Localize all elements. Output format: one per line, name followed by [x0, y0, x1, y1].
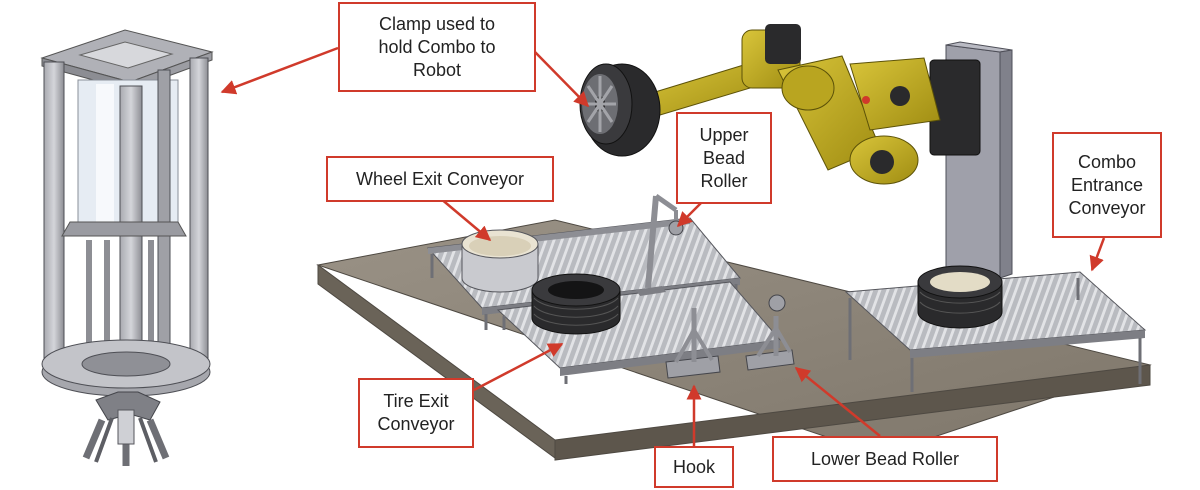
arrow-lower-bead [794, 367, 881, 437]
callout-arrows [220, 46, 1106, 448]
wheel-rim [461, 229, 539, 293]
callout-tire-exit-line-2: Conveyor [377, 414, 455, 434]
arrow-wheel-exit [439, 197, 492, 241]
robot-pillar [929, 41, 1013, 279]
callout-clamp-line-3: Robot [412, 59, 462, 80]
clamp-assembly [40, 29, 214, 466]
exit-tire [531, 273, 621, 335]
callout-combo-entrance-line-3: Conveyor [1068, 197, 1146, 218]
upper-bead-roller-stand [636, 193, 684, 296]
lower-bead-roller-stand [745, 294, 795, 371]
callout-lower-bead-line-1: Lower Bead Roller [810, 448, 960, 469]
callout-wheel-exit: Wheel Exit Conveyor [326, 156, 554, 202]
callout-tire-exit: Tire Exit Conveyor [358, 378, 474, 448]
callout-upper-bead: Upper Bead Roller [676, 112, 772, 204]
combo-tire [917, 265, 1003, 329]
arrow-combo-entrance [1089, 237, 1106, 272]
callout-clamp-line-1: Clamp used to [378, 13, 496, 34]
callout-clamp-line-2: hold Combo to [378, 36, 496, 57]
arrow-held-combo [534, 51, 590, 108]
callout-hook: Hook [654, 446, 734, 488]
robot-arm [641, 24, 941, 185]
held-combo [579, 63, 661, 157]
callout-clamp: Clamp used to hold Combo to Robot [338, 2, 536, 92]
callout-hook-line-1: Hook [672, 456, 716, 477]
callout-lower-bead: Lower Bead Roller [772, 436, 998, 482]
hook-stand [665, 308, 721, 379]
callout-upper-bead-line-3: Roller [700, 170, 748, 191]
callout-upper-bead-line-1: Upper [699, 124, 749, 145]
callout-wheel-exit-line-1: Wheel Exit Conveyor [355, 168, 525, 189]
callout-upper-bead-line-2: Bead [702, 147, 746, 168]
callout-tire-exit-line-1: Tire Exit [383, 391, 449, 411]
arrow-clamp [220, 46, 339, 95]
arrow-tire-exit [473, 342, 564, 392]
callout-combo-entrance: Combo Entrance Conveyor [1052, 132, 1162, 238]
callout-combo-entrance-line-1: Combo [1077, 151, 1136, 172]
callout-combo-entrance-line-2: Entrance [1070, 174, 1144, 195]
